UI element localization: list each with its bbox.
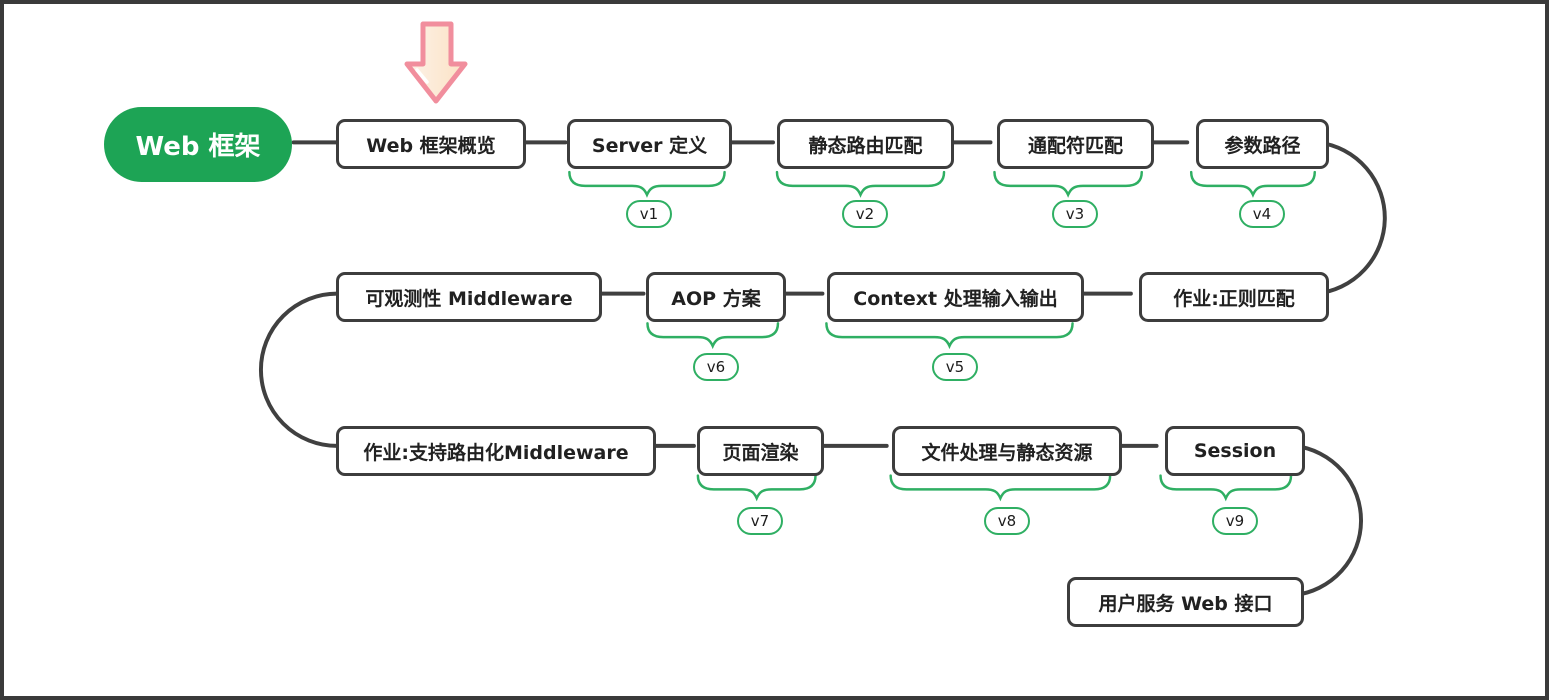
connector-lines <box>291 140 1190 448</box>
version-badge-v3[interactable]: v3 <box>1052 200 1098 228</box>
curve-row1-row2 <box>1313 140 1387 296</box>
node-observability-middleware[interactable]: 可观测性 Middleware <box>336 272 602 322</box>
node-wildcard-matching[interactable]: 通配符匹配 <box>997 119 1154 169</box>
node-server-definition[interactable]: Server 定义 <box>567 119 732 169</box>
node-homework-routed-middleware[interactable]: 作业:支持路由化Middleware <box>336 426 656 476</box>
node-context-io[interactable]: Context 处理输入输出 <box>827 272 1084 322</box>
summary-braces <box>568 170 1316 502</box>
curve-row3-row4 <box>1292 443 1363 598</box>
brace-v1 <box>568 170 726 198</box>
node-user-service-web-api[interactable]: 用户服务 Web 接口 <box>1067 577 1304 627</box>
brace-v6 <box>646 322 780 350</box>
node-file-handling-static[interactable]: 文件处理与静态资源 <box>892 426 1122 476</box>
node-aop-plan[interactable]: AOP 方案 <box>646 272 786 322</box>
version-badge-v2[interactable]: v2 <box>842 200 888 228</box>
version-badge-v1[interactable]: v1 <box>626 200 672 228</box>
version-badge-v7[interactable]: v7 <box>737 507 783 535</box>
node-page-rendering[interactable]: 页面渲染 <box>697 426 824 476</box>
node-web-framework-overview[interactable]: Web 框架概览 <box>336 119 526 169</box>
version-badge-v4[interactable]: v4 <box>1239 200 1285 228</box>
node-session[interactable]: Session <box>1165 426 1305 476</box>
brace-v9 <box>1159 474 1293 502</box>
version-badge-v9[interactable]: v9 <box>1212 507 1258 535</box>
connector-layer <box>259 140 1387 598</box>
version-badge-v5[interactable]: v5 <box>932 353 978 381</box>
brace-v7 <box>696 474 817 502</box>
node-static-route-matching[interactable]: 静态路由匹配 <box>777 119 954 169</box>
version-badge-v8[interactable]: v8 <box>984 507 1030 535</box>
curve-row2-row3 <box>259 291 340 448</box>
node-homework-regex-matching[interactable]: 作业:正则匹配 <box>1139 272 1329 322</box>
brace-v3 <box>993 170 1143 198</box>
brace-v4 <box>1189 170 1316 198</box>
root-node-web-framework[interactable]: Web 框架 <box>104 107 292 182</box>
down-arrow-icon[interactable] <box>403 20 469 108</box>
brace-v8 <box>889 474 1112 502</box>
node-param-path[interactable]: 参数路径 <box>1196 119 1329 169</box>
version-badge-v6[interactable]: v6 <box>693 353 739 381</box>
brace-v2 <box>775 170 946 198</box>
brace-v5 <box>825 322 1074 350</box>
